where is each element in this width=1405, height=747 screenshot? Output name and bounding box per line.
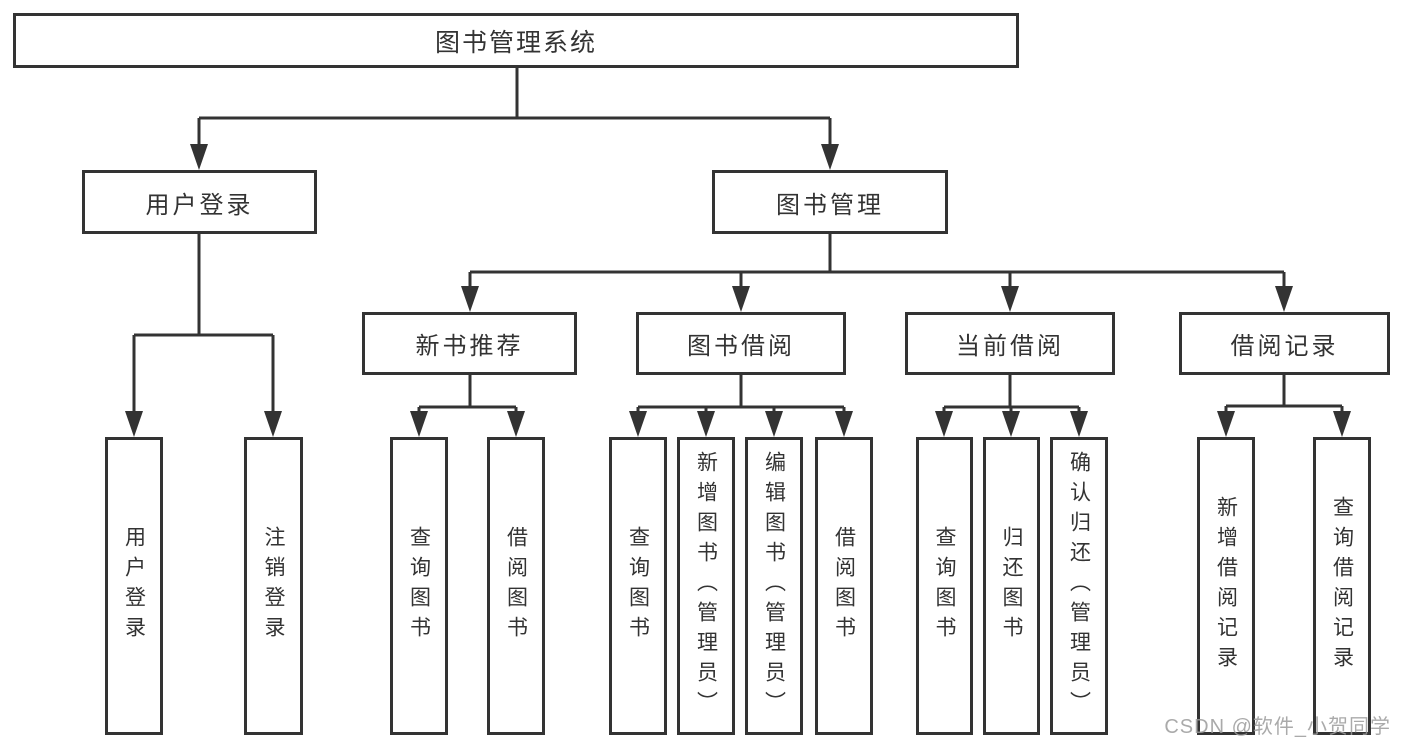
node-borrowing-records-label: 借阅记录: [1230, 333, 1339, 360]
node-nb-query-books-label: 查询图书: [407, 526, 431, 646]
node-current-borrowing: 当前借阅: [905, 312, 1115, 375]
node-bb-add-books-label: 新增图书（管理员）: [694, 451, 718, 721]
edges-current-borrowing: [935, 375, 1088, 437]
node-bb-query-books: 查询图书: [609, 437, 667, 735]
node-new-book-recommend: 新书推荐: [362, 312, 577, 375]
csdn-watermark: CSDN @软件_小贺同学: [1164, 716, 1391, 738]
node-nb-borrow-books-label: 借阅图书: [504, 526, 528, 646]
node-cb-confirm-return-label: 确认归还（管理员）: [1067, 451, 1091, 721]
node-nb-borrow-books: 借阅图书: [487, 437, 545, 735]
node-logout: 注销登录: [244, 437, 303, 735]
node-cb-return-books: 归还图书: [983, 437, 1040, 735]
node-user-login: 用户登录: [82, 170, 317, 234]
node-cb-confirm-return: 确认归还（管理员）: [1050, 437, 1108, 735]
node-user-login-leaf-label: 用户登录: [122, 526, 146, 646]
edges-book-management: [461, 234, 1293, 312]
node-book-management: 图书管理: [712, 170, 948, 234]
node-bb-edit-books: 编辑图书（管理员）: [745, 437, 803, 735]
node-root: 图书管理系统: [13, 13, 1019, 68]
node-current-borrowing-label: 当前借阅: [956, 333, 1064, 360]
node-cb-return-books-label: 归还图书: [1000, 526, 1023, 646]
node-bb-add-books: 新增图书（管理员）: [677, 437, 735, 735]
node-book-management-label: 图书管理: [776, 191, 884, 219]
node-logout-label: 注销登录: [262, 526, 285, 646]
node-user-login-leaf: 用户登录: [105, 437, 163, 735]
node-book-borrowing: 图书借阅: [636, 312, 846, 375]
node-user-login-label: 用户登录: [145, 191, 254, 219]
edges-new-book-recommend: [410, 375, 525, 437]
edges-borrowing-records: [1217, 375, 1351, 437]
node-cb-query-books: 查询图书: [916, 437, 973, 735]
node-borrowing-records: 借阅记录: [1179, 312, 1390, 375]
edges-book-borrowing: [629, 375, 853, 437]
node-bb-edit-books-label: 编辑图书（管理员）: [762, 451, 786, 721]
node-cb-query-books-label: 查询图书: [933, 526, 956, 646]
edges-root: [190, 68, 839, 170]
node-book-borrowing-label: 图书借阅: [687, 333, 795, 360]
node-bb-borrow-books: 借阅图书: [815, 437, 873, 735]
node-root-label: 图书管理系统: [434, 28, 597, 57]
node-br-query-record-label: 查询借阅记录: [1330, 496, 1354, 676]
edges-user-login: [125, 234, 282, 437]
node-nb-query-books: 查询图书: [390, 437, 448, 735]
node-br-query-record: 查询借阅记录: [1313, 437, 1371, 735]
node-br-add-record: 新增借阅记录: [1197, 437, 1255, 735]
node-bb-query-books-label: 查询图书: [626, 526, 650, 646]
node-bb-borrow-books-label: 借阅图书: [832, 526, 856, 646]
node-br-add-record-label: 新增借阅记录: [1214, 496, 1238, 676]
node-new-book-recommend-label: 新书推荐: [415, 333, 524, 360]
